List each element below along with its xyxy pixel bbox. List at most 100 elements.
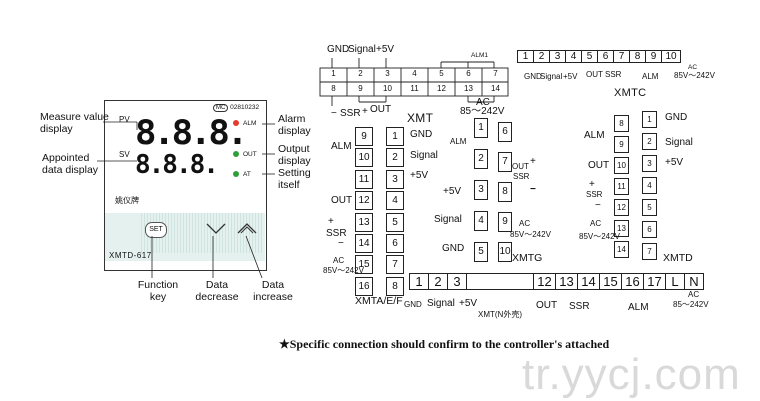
xmt-out: OUT [370,104,392,115]
key-shade [231,213,263,253]
xmtg-pin: 8 [498,182,512,202]
alarm-led [233,120,239,126]
xmtg-ac: AC [519,219,531,228]
xmta-left-column: 9 10 11 12 13 14 15 16 [355,127,373,296]
xmtc-terminal-row: 1 2 3 4 5 6 7 8 9 10 [517,50,681,63]
appointed-data-display: 8.8.8. [135,150,219,180]
xmtn-alm: ALM [628,302,649,313]
xmta-pin: 13 [355,212,373,232]
measure-value-callout: Measure value display [40,111,109,135]
data-increase-callout: Data increase [253,279,293,303]
xmta-pin: 1 [386,127,404,146]
xmtd-right-column: 1 2 3 4 5 6 7 [642,111,657,260]
appointed-data-callout: Appointed data display [42,152,99,176]
xmtn-ssr: SSR [569,301,590,312]
xmta-pin: 15 [355,255,373,275]
xmtd-pin: 4 [642,177,657,194]
xmta-ac-range: 85V～242V [323,266,364,275]
xmtn-gnd: GND [404,300,422,309]
xmtn-pin: 16 [621,274,643,289]
xmt-pin: 7 [493,69,498,78]
xmtn-pin: 13 [555,274,577,289]
xmtd-out: OUT [588,160,610,171]
xmtd-pin: 10 [614,157,629,174]
xmt-pin: 9 [358,84,363,93]
xmt-pin: 5 [439,69,444,78]
output-display-callout: Output display [278,143,311,167]
xmtn-pin: 12 [533,274,555,289]
xmtd-signal: Signal [665,137,693,148]
xmtc-pin: 1 [518,51,534,62]
xmta-pin: 8 [386,276,404,296]
xmtd-pin: 3 [642,155,657,172]
xmtd-pin: 1 [642,111,657,128]
xmtd-pin: 8 [614,115,629,132]
xmt-bottom-row: 8 9 10 11 12 13 14 [320,84,509,93]
xmtg-5v: +5V [443,186,462,197]
xmtn-pin: 2 [428,274,447,289]
xmtg-pin: 4 [474,211,488,231]
xmt-pin: 4 [412,69,417,78]
xmtc-pin: 9 [646,51,662,62]
xmt-ssr: SSR [340,108,361,119]
pv-tag: PV [119,115,130,124]
xmtn-pin: N [684,274,704,289]
xmtg-pin: 3 [474,180,488,200]
xmtc-ac-range: 85V～242V [674,71,715,80]
alm-tag: ALM [243,120,257,127]
at-led [233,171,239,177]
xmtd-plus: + [589,179,595,190]
xmtc-alm: ALM [642,72,659,81]
xmtg-gnd: GND [442,243,465,254]
key-shade [171,213,201,253]
xmtg-pin: 7 [498,152,512,172]
xmtd-pin: 2 [642,133,657,150]
xmtd-pin: 6 [642,221,657,238]
xmtg-plus: + [530,156,536,167]
xmt-label-5v: +5V [376,44,395,55]
xmtd-pin: 9 [614,136,629,153]
xmt-label-gnd: GND [327,44,350,55]
xmta-ssr: SSR [326,228,347,239]
xmt-pin: 3 [385,69,390,78]
connection-note: ★Specific connection should confirm to t… [279,337,610,351]
xmtd-left-column: 8 9 10 11 12 13 14 [614,115,629,258]
up-arrow-key-icon[interactable] [236,221,258,235]
set-key[interactable]: SET [145,222,167,238]
xmta-right-column: 1 2 3 4 5 6 7 8 [386,127,404,296]
xmtg-ac-range: 85V～242V [510,230,551,239]
alarm-display-callout: Alarm display [278,113,311,137]
xmtd-ssr: SSR [586,190,603,199]
xmt-pin: 1 [331,69,336,78]
xmtd-title: XMTD [663,252,693,264]
xmta-out: OUT [331,195,353,206]
xmta-pin: 9 [355,127,373,146]
xmtg-minus: − [530,184,536,195]
cert-number: 02810232 [230,104,260,111]
xmt-terminal-block [319,58,509,106]
xmtg-right-column: 6 7 8 9 10 [498,122,512,262]
xmtd-alm: ALM [584,130,605,141]
controller-front-panel: PV SV MC 02810232 8.8.8. 8.8.8. ALM OUT … [104,100,267,271]
xmtg-left-column: 1 2 3 4 5 [474,118,488,262]
xmt-pin: 13 [464,84,473,93]
xmt-pin: 10 [383,84,392,93]
xmta-gnd: GND [410,129,433,140]
xmtn-pin: L [665,274,684,289]
xmtg-pin: 2 [474,149,488,169]
out-tag: OUT [243,151,257,158]
xmtc-gnd: GND [524,72,542,81]
xmta-pin: 12 [355,191,373,211]
xmta-pin: 5 [386,212,404,232]
xmtc-ssr: SSR [605,70,622,79]
xmtc-pin: 8 [630,51,646,62]
xmt-pin: 11 [410,84,419,93]
xmtg-title: XMTG [512,252,543,264]
xmt-pin: 8 [331,84,336,93]
xmtn-5v: +5V [459,298,478,309]
xmt-ac: AC [476,97,490,108]
xmta-plus: + [328,216,334,227]
down-arrow-key-icon[interactable] [205,221,227,235]
cert-mark: MC 02810232 [213,104,259,112]
xmtc-pin: 10 [665,51,677,62]
